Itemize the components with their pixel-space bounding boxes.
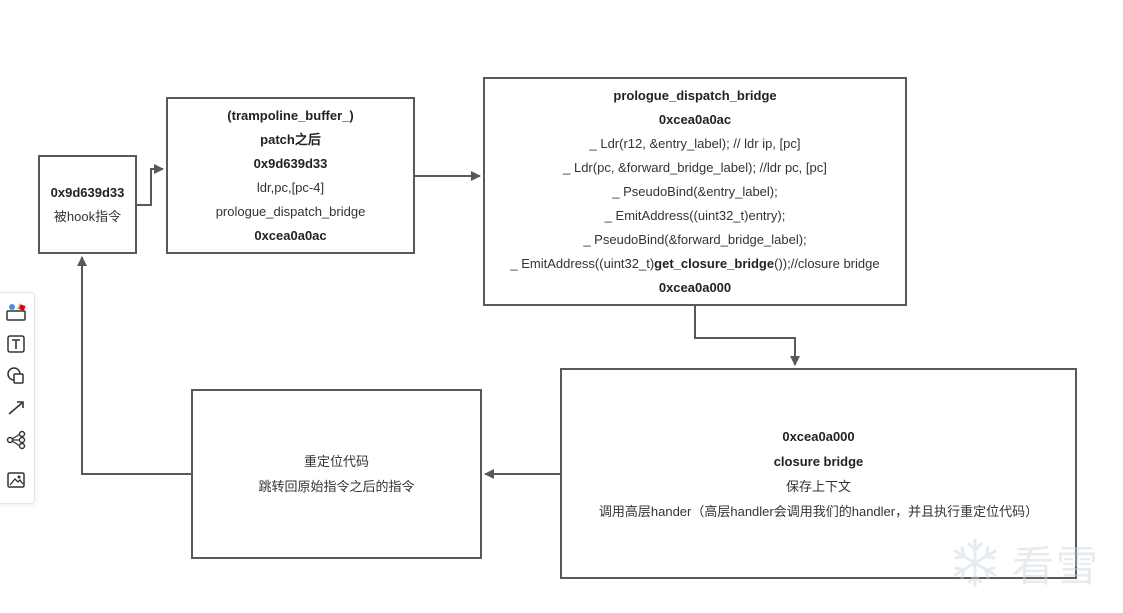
closure-bridge-node[interactable]: 0xcea0a000 closure bridge 保存上下文 调用高层hand… [560, 368, 1077, 579]
shapes-icon[interactable] [5, 301, 27, 323]
dispatch-last-bold: get_closure_bridge [654, 255, 775, 271]
left-toolbar [0, 292, 35, 504]
dispatch-code-line: _ Ldr(pc, &forward_bridge_label); //ldr … [563, 159, 827, 175]
text-icon[interactable] [5, 333, 27, 355]
watermark-text: 看雪 [1012, 541, 1101, 591]
relocate-description: 跳转回原始指令之后的指令 [258, 479, 415, 494]
dispatch-code-line: _ PseudoBind(&forward_bridge_label); [583, 231, 807, 247]
hooked-instruction-node[interactable]: 0x9d639d33 被hook指令 [38, 155, 137, 254]
patch-address: 0x9d639d33 [253, 155, 328, 171]
dispatch-end-address: 0xcea0a000 [658, 279, 732, 295]
dispatch-code-line: _ EmitAddress((uint32_t)entry); [604, 207, 786, 223]
closure-address: 0xcea0a000 [782, 428, 855, 444]
image-icon[interactable] [5, 469, 27, 491]
dispatch-last-pre: _ EmitAddress((uint32_t) [510, 255, 655, 271]
edge-hooked-to-patched [137, 164, 164, 206]
dispatch-address: 0xcea0a0ac [658, 111, 732, 127]
dispatch-code-line: _ PseudoBind(&entry_label); [612, 183, 778, 199]
patch-after-label: patch之后 [260, 131, 321, 147]
dispatch-code-line: _ Ldr(r12, &entry_label); // ldr ip, [pc… [589, 135, 801, 151]
mindmap-icon[interactable] [5, 429, 27, 451]
patch-target-address: 0xcea0a0ac [254, 227, 327, 243]
dispatch-last-post: ());//closure bridge [774, 255, 880, 271]
trampoline-patch-node[interactable]: (trampoline_buffer_) patch之后 0x9d639d33 … [166, 97, 415, 254]
snowflake-icon [953, 538, 997, 588]
closure-save-context: 保存上下文 [785, 478, 851, 494]
arrow-line-icon[interactable] [5, 397, 27, 419]
dispatch-title: prologue_dispatch_bridge [613, 87, 777, 103]
relocation-code-node[interactable]: 重定位代码 跳转回原始指令之后的指令 [191, 389, 482, 559]
watermark: 看雪 [948, 534, 1113, 592]
edge-dispatch-to-closure [694, 306, 800, 366]
prologue-dispatch-bridge-node[interactable]: prologue_dispatch_bridge 0xcea0a0ac _ Ld… [483, 77, 907, 306]
closure-title: closure bridge [773, 453, 864, 469]
hooked-label: 被hook指令 [53, 208, 122, 224]
closure-call-handler: 调用高层hander（高层handler会调用我们的handler，并且执行重定… [598, 503, 1039, 519]
relocate-title: 重定位代码 [303, 454, 369, 469]
dispatch-code-line-last: _ EmitAddress((uint32_t)get_closure_brid… [510, 252, 879, 276]
trampoline-buffer-label: (trampoline_buffer_) [227, 107, 354, 123]
hooked-address: 0x9d639d33 [50, 184, 125, 200]
edge-relocate-to-hooked [77, 256, 191, 475]
shape-overlap-icon[interactable] [5, 365, 27, 387]
patch-instruction: ldr,pc,[pc-4] [256, 179, 325, 195]
patch-target-name: prologue_dispatch_bridge [215, 203, 366, 219]
